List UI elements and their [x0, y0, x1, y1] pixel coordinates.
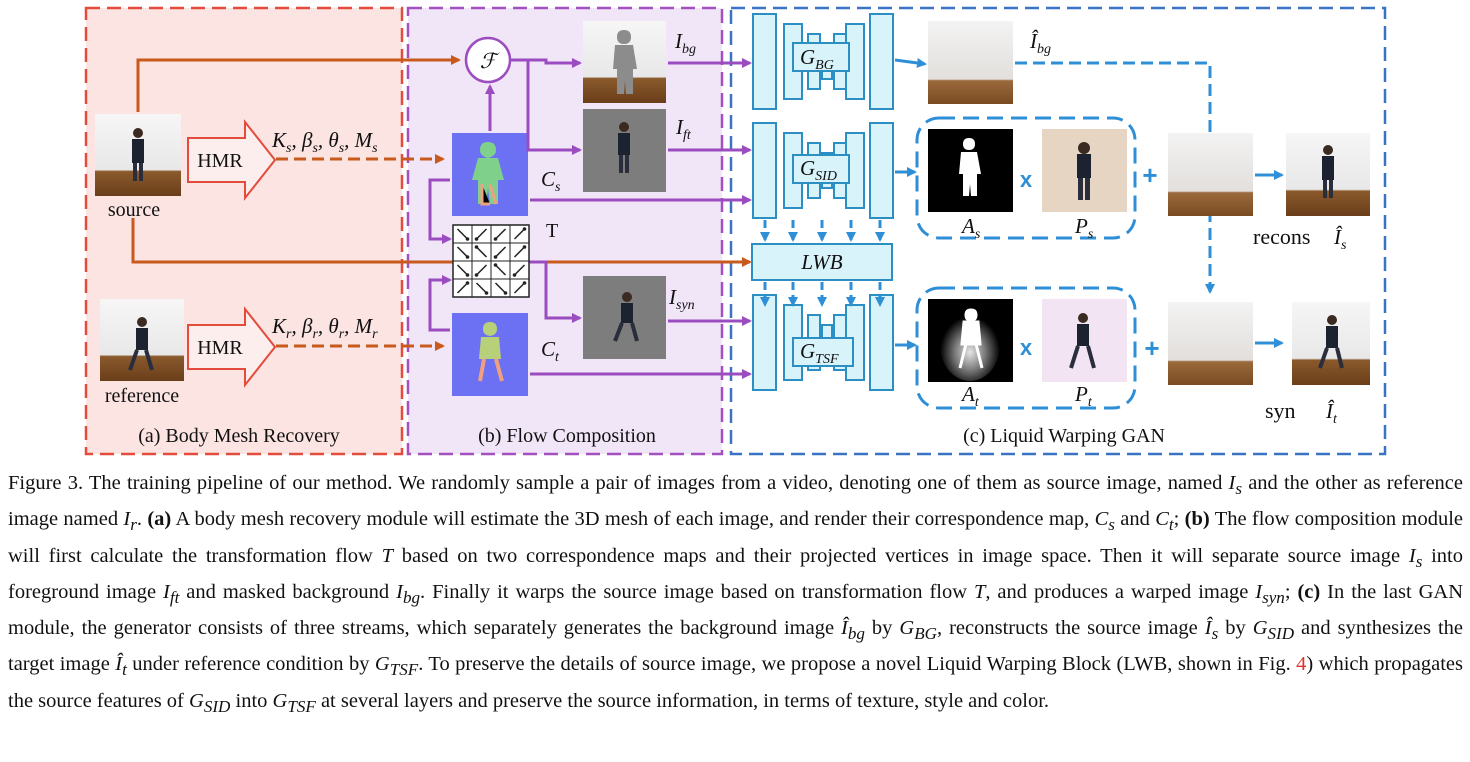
flow-vector: [475, 228, 488, 240]
flow-vector: [475, 246, 488, 258]
transformation-flow-grid: [452, 224, 530, 298]
flow-vector: [456, 246, 469, 258]
warped-image: [583, 276, 666, 359]
flow-vector: [494, 246, 507, 258]
plus-sign-bottom: +: [1144, 333, 1159, 363]
foreground-image: [583, 109, 666, 192]
source-attention-mask: [928, 129, 1013, 212]
synthesized-target-image: [1292, 302, 1370, 385]
flow-vector-head: [522, 245, 527, 249]
flow-vector-head: [522, 281, 527, 285]
svg-text:HMR: HMR: [197, 337, 243, 359]
source-label: source: [108, 199, 160, 221]
g-bg-label: GBG: [792, 42, 850, 73]
flow-vector: [494, 228, 507, 240]
transformation-flow-label: T: [546, 220, 558, 242]
source-image: [95, 114, 181, 196]
flow-vector-head: [522, 227, 527, 231]
flow-vector-head: [474, 237, 479, 241]
source-color-image: [1042, 129, 1127, 212]
generated-background-image: [928, 21, 1013, 104]
masked-background-image: [583, 21, 666, 103]
flow-vector: [513, 246, 526, 258]
reference-label: reference: [105, 385, 179, 407]
g-tsf-label: GTSF: [792, 337, 854, 367]
reconstructed-source-image: [1286, 133, 1370, 216]
flow-vector-head: [493, 237, 498, 241]
generator-sid-input-layer: [752, 122, 777, 219]
flow-vector-head: [512, 273, 517, 277]
flow-vector-head: [474, 273, 479, 277]
flow-vector-head: [465, 255, 470, 259]
flow-vector: [494, 264, 507, 276]
pipeline-figure: (a) Body Mesh Recovery (b) Flow Composit…: [84, 6, 1387, 456]
flow-vector: [475, 264, 488, 276]
figure-caption: Figure 3. The training pipeline of our m…: [8, 472, 1464, 716]
multiply-sign-bottom: x: [1020, 335, 1033, 360]
flow-vector-head: [493, 255, 498, 259]
svg-text:HMR: HMR: [197, 150, 243, 172]
generator-sid-output-layer: [869, 122, 894, 219]
target-attention-mask: [928, 299, 1013, 382]
panel-b-label: (b) Flow Composition: [478, 425, 656, 447]
syn-mask-group: [915, 286, 1137, 410]
bg-output-arrow: [894, 57, 927, 68]
reference-image: [100, 299, 184, 381]
flow-grid-cell: [509, 278, 530, 298]
flow-vector-head: [465, 237, 470, 241]
flow-vector: [456, 264, 469, 276]
g-sid-label: GSID: [792, 154, 850, 184]
generator-tsf-output-layer: [869, 294, 894, 391]
panel-a-label: (a) Body Mesh Recovery: [138, 425, 340, 447]
flow-vector-head: [503, 291, 508, 295]
flow-composition-operator: ℱ: [464, 36, 512, 84]
hmr-block-bottom: HMR: [187, 306, 277, 388]
flow-vector: [513, 228, 526, 240]
generator-bg-input-layer: [752, 13, 777, 110]
panel-c-label: (c) Liquid Warping GAN: [963, 425, 1165, 447]
flow-vector: [513, 282, 526, 294]
syn-background-image: [1168, 302, 1253, 385]
recons-mask-group: [915, 116, 1137, 240]
flow-vector: [456, 228, 469, 240]
syn-label: syn: [1265, 398, 1296, 423]
flow-vector: [475, 282, 488, 294]
svg-text:ℱ: ℱ: [480, 49, 500, 73]
source-to-flow-arrow: [136, 55, 461, 112]
reference-smpl-params: Kr, βr, θr, Mr: [271, 314, 378, 342]
multiply-sign-top: x: [1020, 167, 1033, 192]
lwb-block: LWB: [751, 243, 893, 281]
flow-vector-head: [465, 273, 470, 277]
flow-vector: [456, 282, 469, 294]
figure-reference-link[interactable]: 4: [1296, 653, 1307, 676]
source-correspondence-map: [452, 133, 528, 216]
hmr-block-top: HMR: [187, 119, 277, 201]
svg-text:Kr, βr, θr, Mr: Kr, βr, θr, Mr: [271, 314, 378, 342]
recons-background-image: [1168, 133, 1253, 216]
target-color-image: [1042, 299, 1127, 382]
svg-text:LWB: LWB: [800, 250, 842, 274]
flow-vector-head: [484, 291, 489, 295]
reference-correspondence-map: [452, 313, 528, 396]
flow-vector: [494, 282, 507, 294]
plus-sign-top: +: [1142, 160, 1157, 190]
flow-vector: [513, 264, 526, 276]
generator-bg-output-layer: [869, 13, 894, 110]
recons-label: recons: [1253, 224, 1310, 249]
generator-tsf-input-layer: [752, 294, 777, 391]
flow-vector-head: [493, 263, 498, 267]
flow-vector-head: [465, 281, 470, 285]
flow-vector-head: [474, 245, 479, 249]
